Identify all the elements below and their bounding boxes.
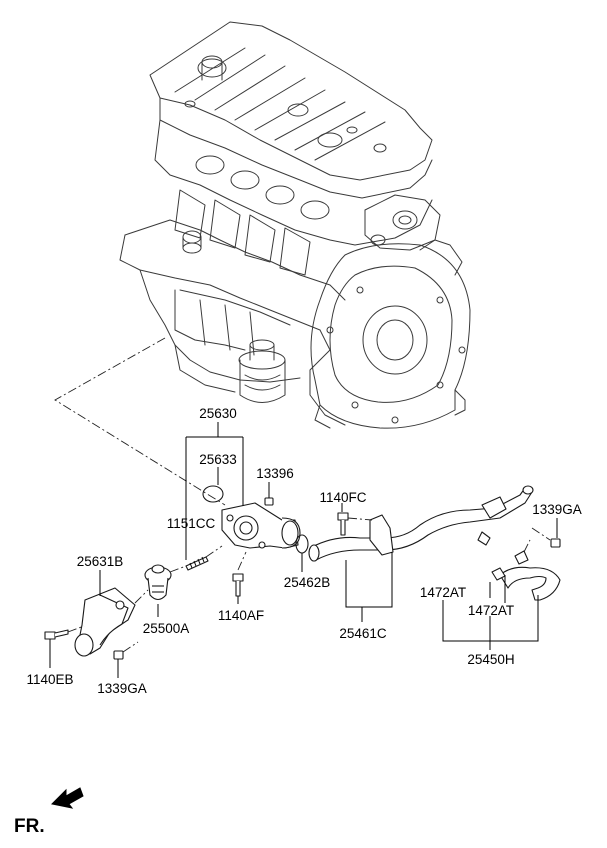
callout-25631b: 25631B	[77, 554, 124, 569]
nut	[113, 641, 139, 660]
thermostat-housing	[221, 502, 301, 549]
callout-1472at-left: 1472AT	[420, 585, 466, 600]
water-inlet-fitting	[74, 587, 149, 657]
o-ring	[202, 485, 224, 503]
callout-1151cc: 1151CC	[167, 516, 216, 531]
plug	[264, 488, 274, 506]
callout-25461c: 25461C	[339, 626, 387, 641]
nut	[531, 527, 561, 548]
callout-1140eb: 1140EB	[26, 672, 73, 687]
callout-25500a: 25500A	[143, 621, 190, 636]
bolt	[337, 512, 373, 536]
water-hose-pipe	[308, 485, 534, 562]
leader-lines	[49, 422, 558, 678]
callout-1339ga-top: 1339GA	[532, 502, 582, 517]
callout-13396: 13396	[256, 466, 294, 481]
callout-1472at-right: 1472AT	[468, 603, 514, 618]
stud-bolt	[185, 545, 223, 571]
thermostat	[144, 564, 187, 601]
bolt	[232, 551, 247, 597]
arrow-icon	[50, 787, 84, 809]
callout-25462b: 25462B	[284, 575, 331, 590]
hose	[491, 539, 561, 601]
location-line	[54, 337, 226, 506]
front-direction-label: FR.	[14, 816, 45, 837]
callout-1339ga-bottom: 1339GA	[97, 681, 147, 696]
callout-25450h: 25450H	[467, 652, 514, 667]
callout-1140fc: 1140FC	[319, 490, 366, 505]
engine-assembly	[119, 21, 471, 429]
callout-25630: 25630	[199, 406, 237, 421]
callout-25633: 25633	[199, 452, 237, 467]
callout-1140af: 1140AF	[218, 608, 264, 623]
